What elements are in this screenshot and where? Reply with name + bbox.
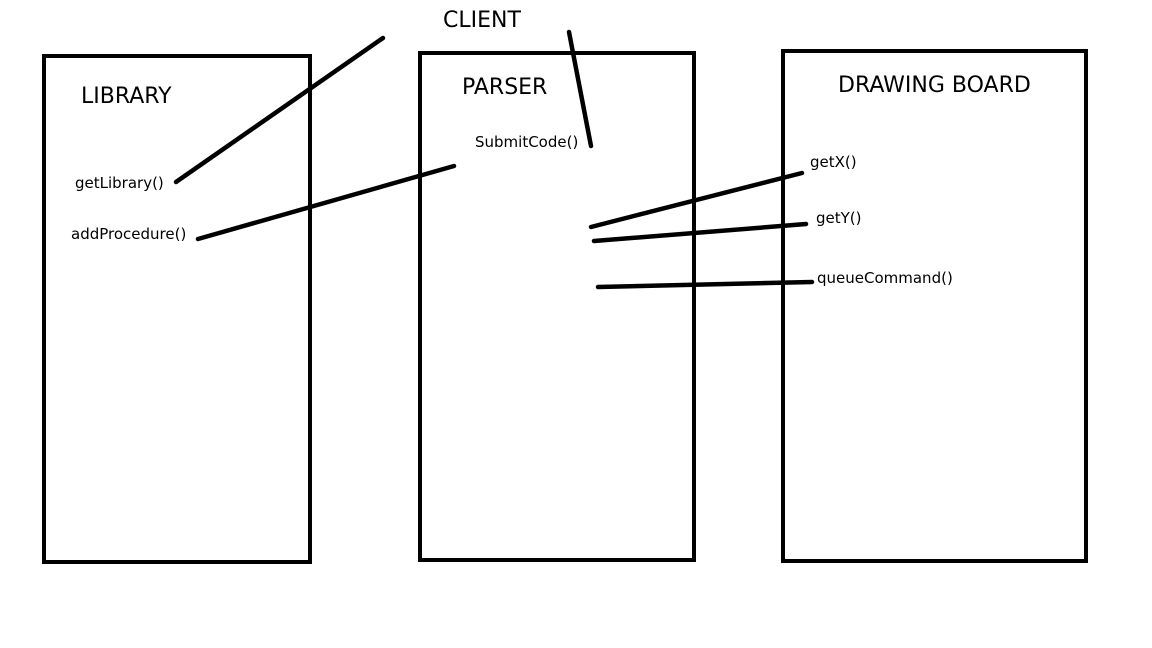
client-label: CLIENT: [443, 8, 521, 33]
library-box: [42, 54, 312, 564]
method-submit-code: SubmitCode(): [475, 133, 579, 151]
drawing-board-title: DRAWING BOARD: [838, 73, 1031, 98]
method-get-x: getX(): [810, 153, 857, 171]
method-get-y: getY(): [816, 209, 862, 227]
library-title: LIBRARY: [81, 84, 172, 109]
method-add-procedure: addProcedure(): [71, 225, 187, 243]
parser-box: [418, 51, 696, 562]
parser-title: PARSER: [462, 75, 548, 100]
drawing-board-box: [781, 49, 1088, 563]
method-get-library: getLibrary(): [75, 174, 164, 192]
method-queue-command: queueCommand(): [817, 269, 953, 287]
